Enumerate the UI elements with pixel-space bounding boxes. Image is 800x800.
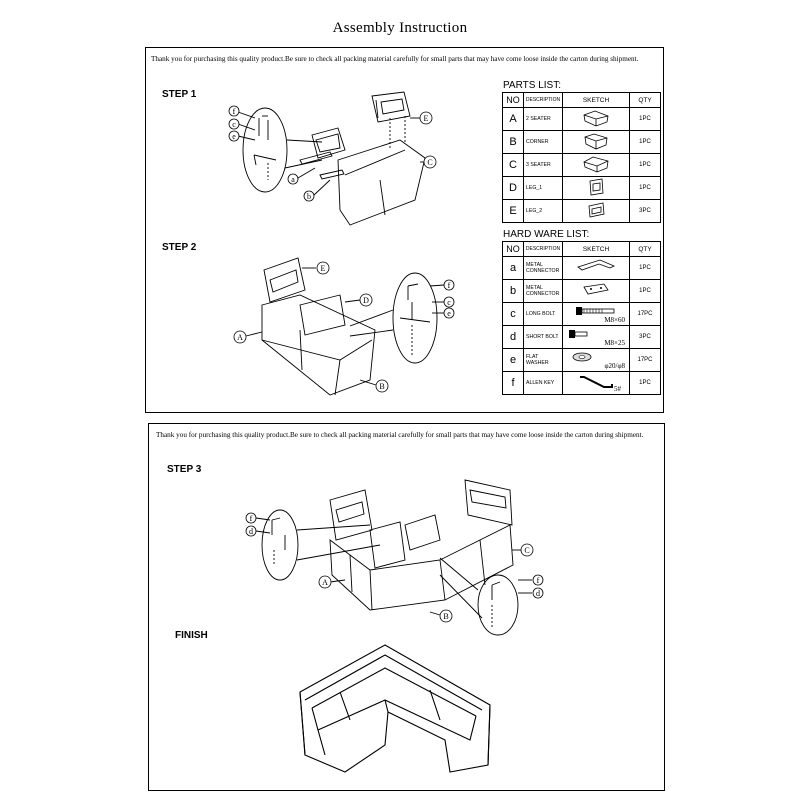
long-bolt-icon: M8×60 [562,302,630,326]
table-row: b METAL CONNECTOR 1PC [502,279,661,303]
col-sketch: SKETCH [562,92,630,108]
parts-list-title: PARTS LIST: [503,80,561,91]
hardware-list-table: NO DESCRIPTION SKETCH QTY a METAL CONNEC… [502,241,661,395]
table-row: A 2 SEATER 1PC [502,107,661,131]
top-instruction-panel [145,47,664,413]
col-description: DESCRIPTION [523,92,563,108]
washer-icon: φ20/φ8 [562,348,630,372]
page-title: Assembly Instruction [332,20,468,36]
corner-icon [562,130,630,154]
leg-1-icon [562,176,630,200]
col-qty: QTY [629,92,661,108]
col-no: NO [502,92,524,108]
table-row: d SHORT BOLT M8×25 3PC [502,325,661,349]
table-row: C 3 SEATER 1PC [502,153,661,177]
hardware-list-title: HARD WARE LIST: [503,229,590,240]
table-row: B CORNER 1PC [502,130,661,154]
table-row: e FLAT WASHER φ20/φ8 17PC [502,348,661,372]
3-seater-icon [562,153,630,177]
table-row: f ALLEN KEY 5# 1PC [502,371,661,395]
bottom-instruction-panel [148,423,665,791]
step-2-label: STEP 2 [162,242,197,253]
table-row: E LEG_2 3PC [502,199,661,223]
allen-key-icon: 5# [562,371,630,395]
step-3-label: STEP 3 [167,464,202,475]
intro-text-top: Thank you for purchasing this quality pr… [151,55,639,63]
step-1-label: STEP 1 [162,89,197,100]
table-row: D LEG_1 1PC [502,176,661,200]
2-seater-icon [562,107,630,131]
parts-list-table: NO DESCRIPTION SKETCH QTY A 2 SEATER 1PC… [502,92,661,223]
table-row: a METAL CONNECTOR 1PC [502,256,661,280]
l-connector-icon [562,256,630,280]
short-bolt-icon: M8×25 [562,325,630,349]
leg-2-icon [562,199,630,223]
finish-label: FINISH [175,630,208,641]
intro-text-bottom: Thank you for purchasing this quality pr… [156,431,644,439]
table-row: c LONG BOLT M8×60 17PC [502,302,661,326]
flat-connector-icon [562,279,630,303]
